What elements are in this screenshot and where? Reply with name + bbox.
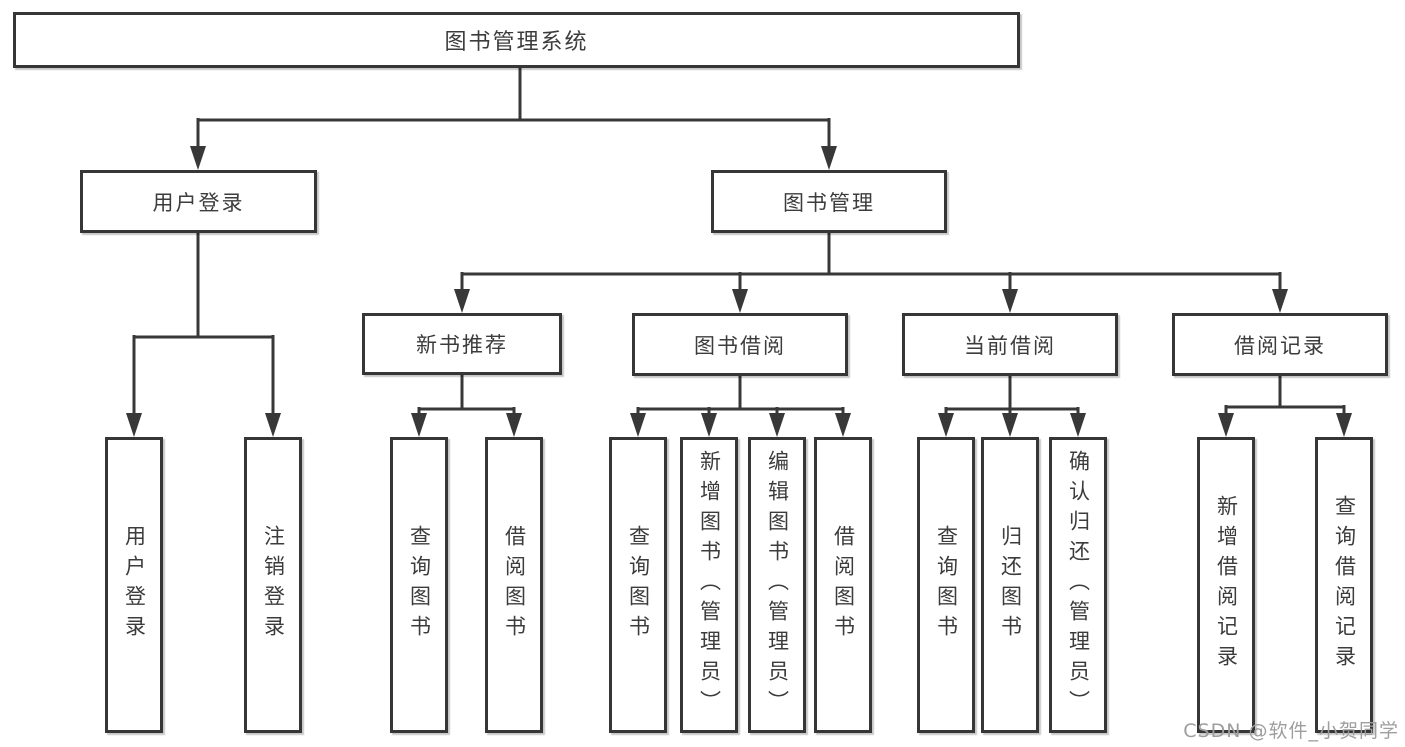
node-user-login: 用户登录 xyxy=(80,170,317,233)
connector-borrow-record xyxy=(1218,375,1352,437)
leaf-add-borrow-record: 新增借阅记录 xyxy=(1197,437,1255,733)
leaf-label: 查询借阅记录 xyxy=(1332,495,1357,675)
leaf-label: 借阅图书 xyxy=(502,525,527,645)
leaf-label: 确认归还（管理员） xyxy=(1066,450,1091,720)
leaf-borrow-book-1: 借阅图书 xyxy=(485,437,543,733)
leaf-label: 归还图书 xyxy=(998,525,1023,645)
node-root-system: 图书管理系统 xyxy=(13,12,1020,68)
leaf-label: 借阅图书 xyxy=(831,525,856,645)
leaf-query-borrow-record: 查询借阅记录 xyxy=(1315,437,1373,733)
leaf-query-book-2: 查询图书 xyxy=(609,437,667,733)
leaf-label: 新增图书（管理员） xyxy=(697,450,722,720)
leaf-label: 新增借阅记录 xyxy=(1214,495,1239,675)
leaf-borrow-book-2: 借阅图书 xyxy=(814,437,872,733)
leaf-label: 查询图书 xyxy=(934,525,959,645)
leaf-logout: 注销登录 xyxy=(244,437,302,733)
node-borrow-record: 借阅记录 xyxy=(1172,313,1388,376)
node-book-mgmt: 图书管理 xyxy=(711,170,947,233)
leaf-label: 用户登录 xyxy=(122,525,147,645)
leaf-edit-book-admin: 编辑图书（管理员） xyxy=(748,437,806,733)
leaf-label: 编辑图书（管理员） xyxy=(765,450,790,720)
leaf-label: 注销登录 xyxy=(261,525,286,645)
connector-root xyxy=(190,68,837,170)
csdn-watermark: CSDN @软件_小贺同学 xyxy=(1183,720,1399,742)
leaf-query-book-3: 查询图书 xyxy=(917,437,975,733)
leaf-confirm-return-admin: 确认归还（管理员） xyxy=(1049,437,1107,733)
leaf-user-login: 用户登录 xyxy=(105,437,163,733)
connector-current-borrow xyxy=(938,375,1086,437)
node-book-borrow: 图书借阅 xyxy=(632,313,848,376)
leaf-return-book: 归还图书 xyxy=(981,437,1039,733)
connector-user-login xyxy=(126,233,281,437)
leaf-query-book-1: 查询图书 xyxy=(390,437,448,733)
leaf-label: 查询图书 xyxy=(407,525,432,645)
connector-book-borrow xyxy=(630,375,851,437)
connector-book-mgmt xyxy=(454,233,1288,313)
leaf-add-book-admin: 新增图书（管理员） xyxy=(680,437,738,733)
node-new-book-recommend: 新书推荐 xyxy=(362,313,562,375)
connector-new-book xyxy=(411,375,522,437)
leaf-label: 查询图书 xyxy=(626,525,651,645)
node-current-borrow: 当前借阅 xyxy=(902,313,1118,376)
